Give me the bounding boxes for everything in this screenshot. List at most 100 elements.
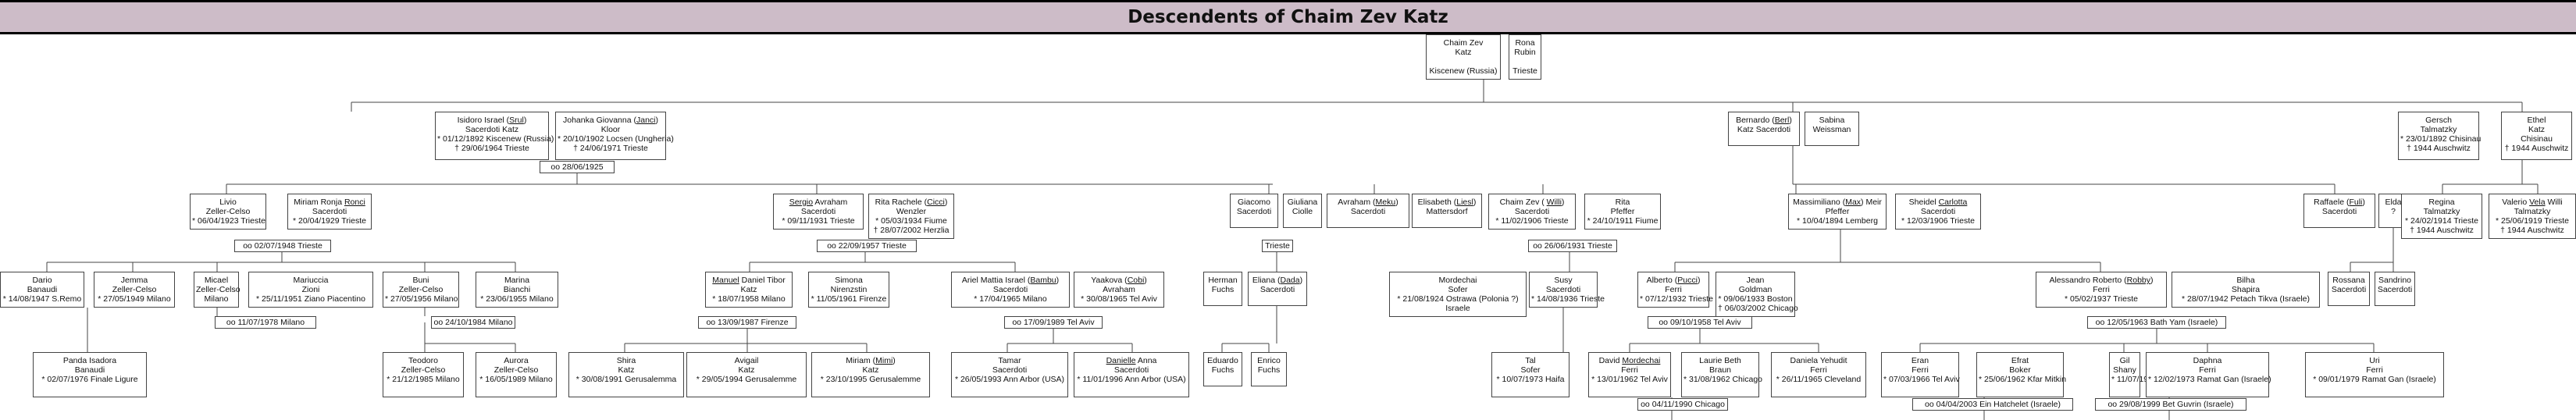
person-detail: * 02/07/1976 Finale Ligure <box>41 375 138 384</box>
person-surname: Goldman <box>1738 285 1773 294</box>
person-surname: Banaudi <box>74 365 105 375</box>
person-surname: ? <box>2391 207 2396 216</box>
person-name: Elisabeth (Liesl) <box>1417 198 1477 207</box>
person-box-alberto-pucci-ferri: Alberto (Pucci)Ferri* 07/12/1932 Trieste <box>1637 272 1713 308</box>
person-surname: Ferri <box>2366 365 2383 375</box>
person-box-alessandro-roberto-robby-ferri: Alessandro Roberto (Robby)Ferri* 05/02/1… <box>2036 272 2167 308</box>
person-detail: * 07/03/1966 Tel Aviv <box>1883 375 1960 384</box>
person-box-avraham-meku-sacerdoti: Avraham (Meku)Sacerdoti <box>1327 194 1409 228</box>
person-name: Manuel Daniel Tibor <box>712 276 786 285</box>
person-detail: * 24/10/1911 Fiume <box>1587 216 1659 226</box>
person-detail: * 14/08/1947 S.Remo <box>2 294 82 304</box>
marriage-label: Trieste <box>1262 240 1293 252</box>
person-detail: * 27/05/1956 Milano <box>385 294 458 304</box>
person-name: Mariuccia <box>293 276 329 285</box>
person-name: Daphna <box>2193 356 2222 365</box>
person-name: Rossana <box>2332 276 2365 285</box>
person-box-miriam-mimi-katz: Miriam (Mimi)Katz* 23/10/1995 Gerusalemm… <box>811 352 930 397</box>
person-surname: Katz <box>618 365 635 375</box>
person-name: Tamar <box>998 356 1021 365</box>
person-name: Tal <box>1525 356 1536 365</box>
person-box-chaim-zev-willi-sacerdoti: Chaim Zev ( Willi)Sacerdoti* 11/02/1906 … <box>1488 194 1576 230</box>
person-name: Regina <box>2428 198 2455 207</box>
person-surname: Sofer <box>1520 365 1541 375</box>
person-name: Eran <box>1911 356 1929 365</box>
person-name: Eduardo <box>1207 356 1238 365</box>
person-detail: * 31/08/1962 Chicago <box>1683 375 1762 384</box>
person-name: Rita Rachele (Cicci) <box>875 198 948 207</box>
person-name: Miriam (Mimi) <box>846 356 896 365</box>
person-name: David Mordechai <box>1598 356 1661 365</box>
title-bar: Descendents of Chaim Zev Katz <box>0 0 2576 34</box>
person-name: Jean <box>1746 276 1765 285</box>
person-surname: Sacerdoti Katz <box>465 125 519 134</box>
person-detail: * 11/07/1971 <box>2111 375 2157 384</box>
marriage-label: oo 09/10/1958 Tel Aviv <box>1648 316 1752 329</box>
person-name: Eliana (Dada) <box>1252 276 1303 285</box>
person-surname: Boker <box>2009 365 2031 375</box>
person-detail: * 28/07/1942 Petach Tikva (Israele) <box>2181 294 2310 304</box>
person-name: Johanka Giovanna (Janci) <box>563 116 658 125</box>
person-box-ariel-mattia-israel-bambu-sacerdoti: Ariel Mattia Israel (Bambu)Sacerdoti* 17… <box>951 272 1070 308</box>
person-surname: Zioni <box>301 285 320 294</box>
person-detail: * 21/12/1985 Milano <box>387 375 460 384</box>
person-detail: † 1944 Auschwitz <box>2407 144 2471 153</box>
person-detail: * 06/04/1923 Trieste <box>192 216 265 226</box>
person-detail: * 18/07/1958 Milano <box>712 294 786 304</box>
person-detail: * 05/03/1934 Fiume <box>875 216 947 226</box>
person-name: Livio <box>219 198 237 207</box>
person-surname: Sacerdoti <box>992 285 1028 294</box>
person-surname: Katz <box>1455 48 1472 57</box>
person-surname: Ferri <box>1621 365 1638 375</box>
person-surname: Avraham <box>1103 285 1135 294</box>
person-surname: Fuchs <box>1257 365 1281 375</box>
marriage-label: oo 12/05/1963 Bath Yam (Israele) <box>2087 316 2226 329</box>
person-surname: Sacerdoti <box>2321 207 2357 216</box>
person-detail: † 06/03/2002 Chicago <box>1718 304 1798 313</box>
person-name: Rona <box>1515 38 1535 48</box>
person-name: Teodoro <box>408 356 438 365</box>
person-detail <box>1511 57 1539 66</box>
person-detail: * 30/08/1965 Tel Aviv <box>1081 294 1157 304</box>
person-detail: † 1944 Auschwitz <box>2504 144 2569 153</box>
marriage-label: oo 02/07/1948 Trieste <box>234 240 331 252</box>
person-name: Mordechai <box>1438 276 1477 285</box>
person-surname: Ferri <box>2199 365 2216 375</box>
person-surname: Talmatzky <box>2420 125 2457 134</box>
person-surname: Kloor <box>600 125 621 134</box>
person-detail: * 11/01/1996 Ann Arbor (USA) <box>1077 375 1186 384</box>
person-surname: Ferri <box>1912 365 1929 375</box>
page-title: Descendents of Chaim Zev Katz <box>1128 7 1448 27</box>
person-name: Ethel <box>2527 116 2546 125</box>
marriage-label: oo 04/11/1990 Chicago <box>1637 398 1728 411</box>
person-surname: Katz <box>738 365 755 375</box>
person-surname: Sacerdoti <box>1259 285 1295 294</box>
person-name: Alberto (Pucci) <box>1646 276 1701 285</box>
person-detail: * 05/02/1937 Trieste <box>2065 294 2138 304</box>
person-surname: Rubin <box>1514 48 1536 57</box>
person-detail: * 12/02/1973 Ramat Gan (Israele) <box>2148 375 2271 384</box>
person-name: Sergio Avraham <box>789 198 848 207</box>
person-surname: Sofer <box>1448 285 1468 294</box>
person-detail: * 25/06/1919 Trieste <box>2496 216 2569 226</box>
person-detail: † 29/06/1964 Trieste <box>454 144 529 153</box>
